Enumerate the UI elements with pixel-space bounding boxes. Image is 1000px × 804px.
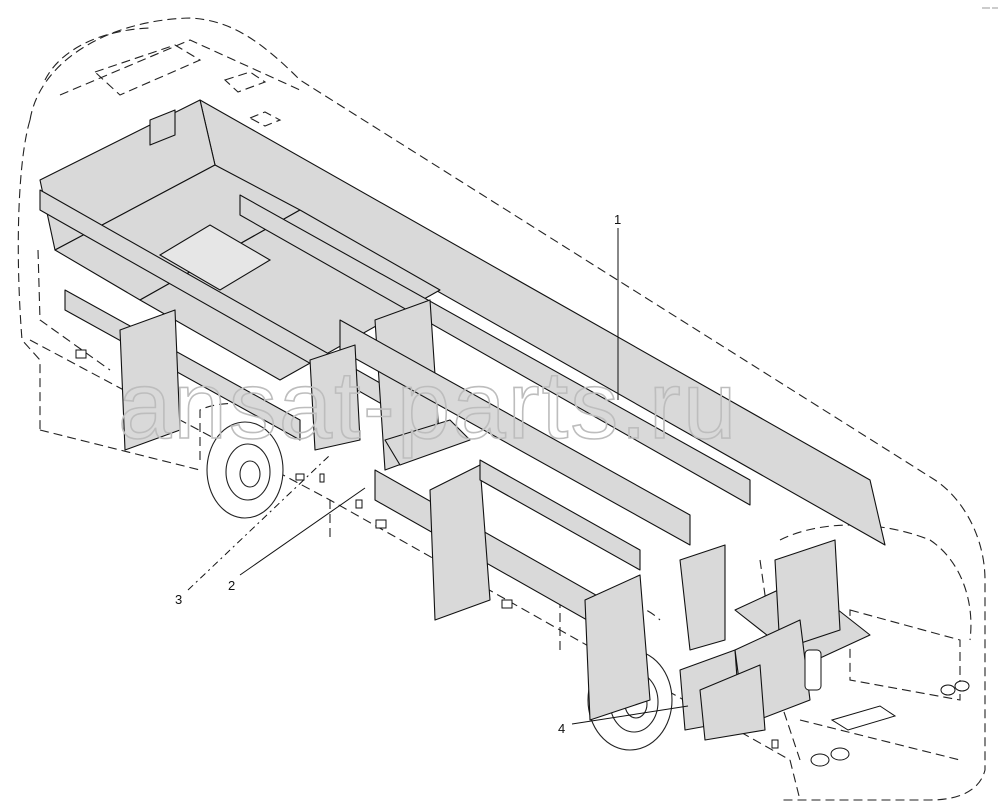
callout-4: 4 — [558, 721, 565, 736]
front-wheel — [206, 421, 284, 519]
body-markers — [75, 349, 970, 767]
callout-3: 3 — [175, 592, 182, 607]
side-wall-insulation-panels — [64, 289, 726, 721]
watermark: ansat-parts.ru — [118, 352, 738, 459]
rear-engine-compartment-panels — [679, 539, 871, 741]
callout-leaders — [187, 228, 689, 725]
callout-1: 1 — [614, 212, 621, 227]
callout-2: 2 — [228, 578, 235, 593]
